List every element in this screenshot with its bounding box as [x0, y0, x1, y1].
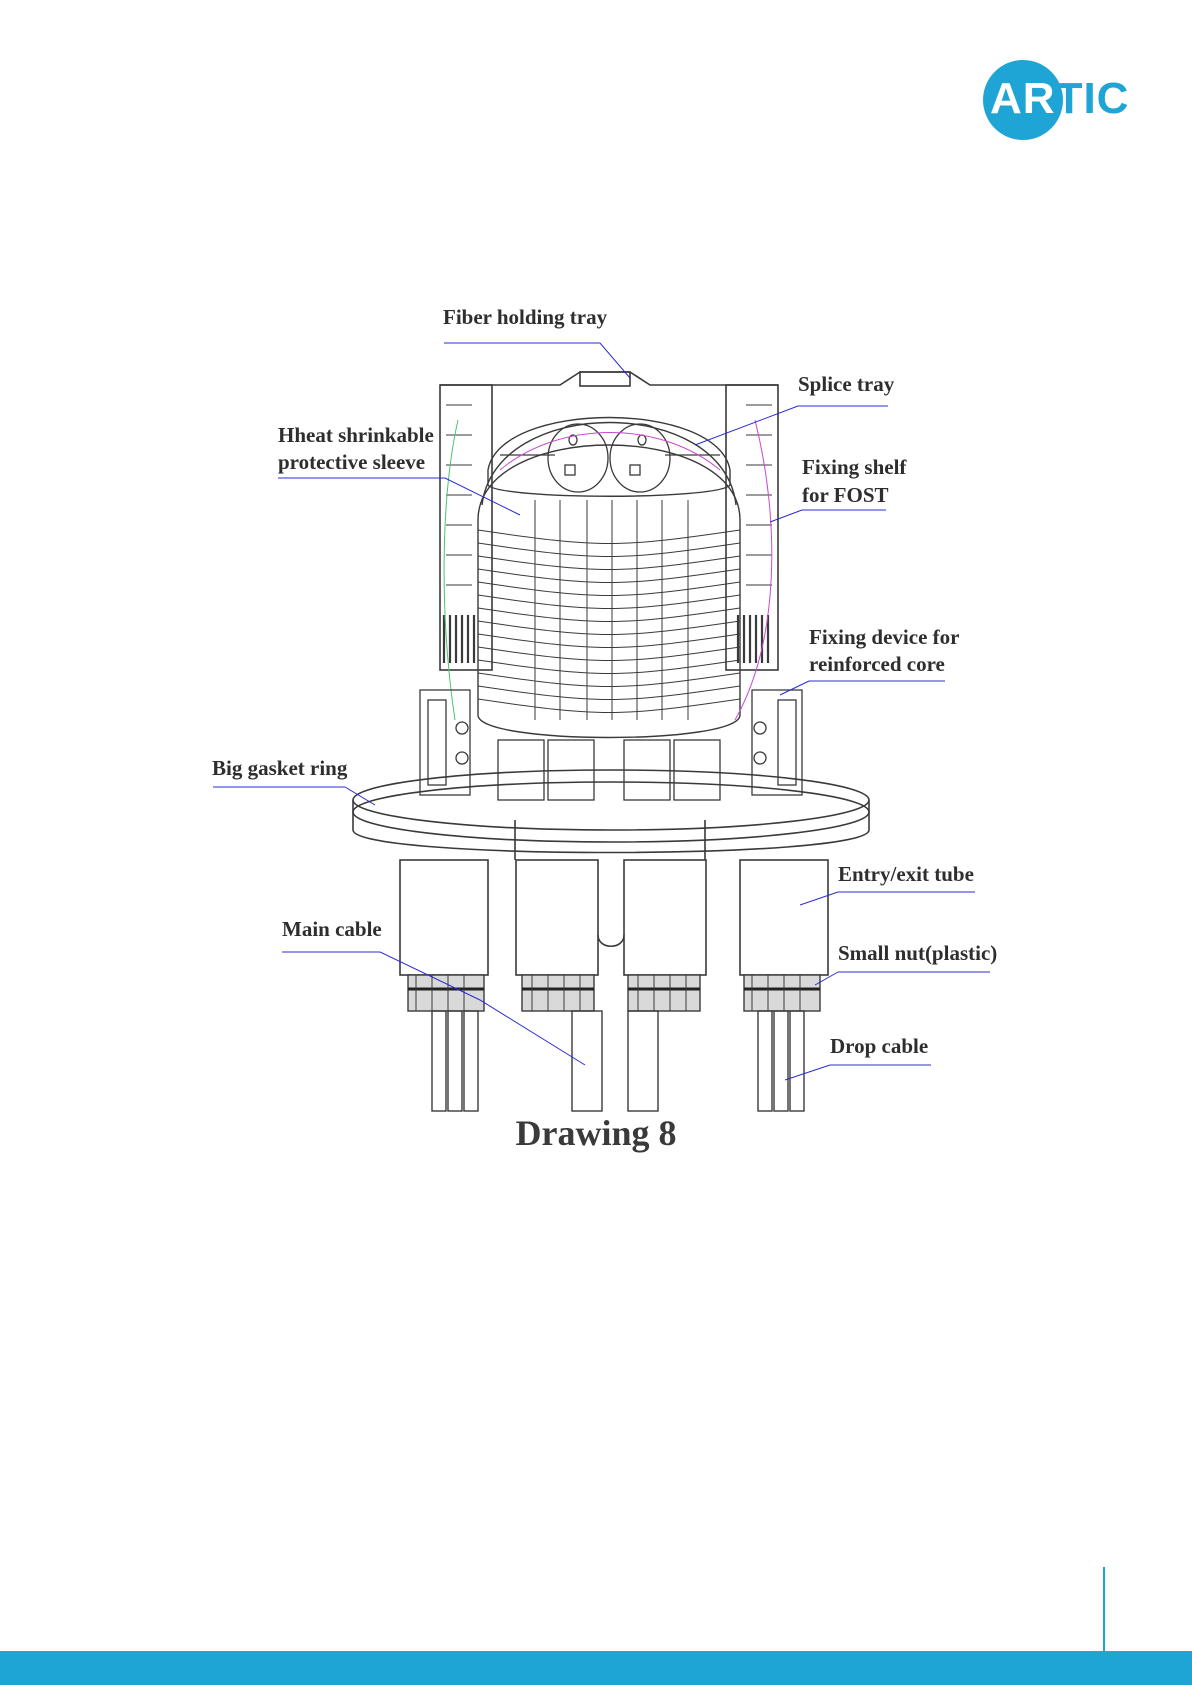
fixing-shelf-right — [726, 385, 778, 670]
tray-columns — [535, 500, 688, 720]
footer-divider — [1103, 1567, 1105, 1651]
label-heat-shrink-line1: Hheat shrinkable — [278, 422, 434, 448]
label-fiber-holding-tray: Fiber holding tray — [443, 304, 607, 330]
frame-top — [440, 372, 778, 385]
label-splice-tray: Splice tray — [798, 371, 894, 397]
entry-exit-tubes — [400, 860, 828, 975]
label-fixing-device-line1: Fixing device for — [809, 624, 959, 650]
label-entry-exit-tube: Entry/exit tube — [838, 861, 974, 887]
label-fixing-shelf-line2: for FOST — [802, 482, 889, 508]
big-gasket-ring — [353, 770, 869, 860]
small-nuts — [408, 975, 820, 1011]
label-big-gasket-ring: Big gasket ring — [212, 755, 347, 781]
label-fixing-shelf-line1: Fixing shelf — [802, 454, 906, 480]
label-fixing-device-line2: reinforced core — [809, 651, 945, 677]
cables — [432, 1011, 804, 1111]
label-small-nut: Small nut(plastic) — [838, 940, 997, 966]
fixing-shelf-left — [440, 385, 492, 670]
label-main-cable: Main cable — [282, 916, 382, 942]
drawing-caption: Drawing 8 — [0, 1112, 1192, 1154]
tray-layers — [478, 530, 740, 713]
splice-tray-stack — [478, 418, 740, 738]
footer-bar — [0, 1651, 1192, 1685]
label-heat-shrink-line2: protective sleeve — [278, 449, 425, 475]
label-drop-cable: Drop cable — [830, 1033, 928, 1059]
closure-drawing — [353, 372, 869, 1111]
